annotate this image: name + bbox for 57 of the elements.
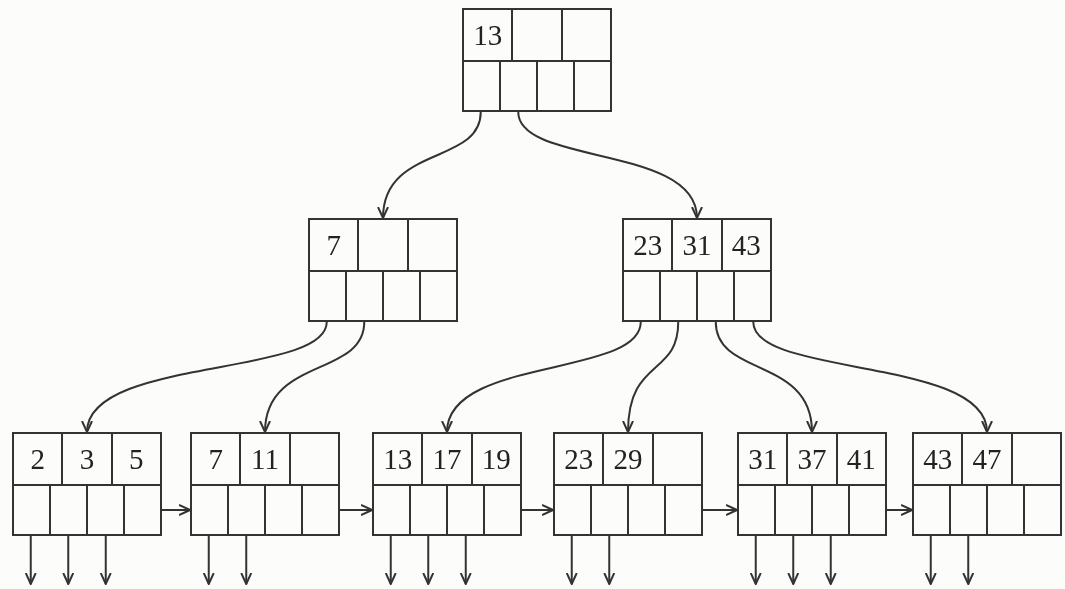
arrow	[62, 535, 75, 585]
arrow	[161, 504, 191, 516]
tree-node	[372, 432, 522, 536]
key-value: 3	[79, 444, 95, 474]
arrow	[378, 111, 482, 219]
tree-node	[912, 432, 1062, 536]
arrow	[443, 321, 642, 433]
key-value: 13	[383, 444, 413, 474]
arrow	[521, 504, 554, 516]
key-value: 17	[432, 444, 462, 474]
tree-node	[553, 432, 703, 536]
arrow	[202, 535, 215, 585]
arrow	[260, 321, 366, 433]
key-value: 41	[846, 444, 876, 474]
arrow	[240, 535, 253, 585]
arrow	[384, 535, 397, 585]
key-value: 7	[208, 444, 223, 474]
key-value: 13	[473, 20, 503, 50]
key-value: 19	[481, 444, 511, 474]
arrow	[84, 321, 328, 433]
key-value: 29	[613, 444, 643, 474]
arrow	[99, 535, 112, 585]
key-value: 23	[564, 444, 594, 474]
arrow	[24, 535, 37, 585]
key-value: 43	[923, 444, 953, 474]
arrow	[924, 535, 937, 585]
key-value: 47	[972, 444, 1002, 474]
key-value: 37	[797, 444, 827, 474]
key-value: 31	[682, 230, 712, 260]
arrow	[787, 535, 800, 585]
tree-node	[622, 218, 772, 322]
arrow	[749, 535, 762, 585]
key-value: 11	[251, 444, 279, 474]
arrow	[714, 321, 817, 433]
key-value: 5	[129, 444, 144, 474]
tree-node	[190, 432, 340, 536]
key-value: 31	[748, 444, 778, 474]
arrow	[622, 321, 680, 433]
tree-node	[12, 432, 162, 536]
arrow	[824, 535, 837, 585]
arrow	[459, 535, 472, 585]
tree-node	[308, 218, 458, 322]
arrow	[962, 535, 975, 585]
tree-node	[737, 432, 887, 536]
key-value: 23	[633, 230, 663, 260]
key-value: 7	[326, 230, 341, 260]
key-value: 2	[30, 444, 45, 474]
arrow	[339, 504, 373, 516]
arrow	[702, 504, 738, 516]
arrow	[517, 111, 701, 219]
key-value: 43	[731, 230, 761, 260]
arrow	[603, 535, 616, 585]
arrow	[565, 535, 578, 585]
arrow	[752, 321, 990, 433]
arrow	[422, 535, 435, 585]
tree-node	[462, 8, 612, 112]
arrow	[886, 504, 913, 516]
